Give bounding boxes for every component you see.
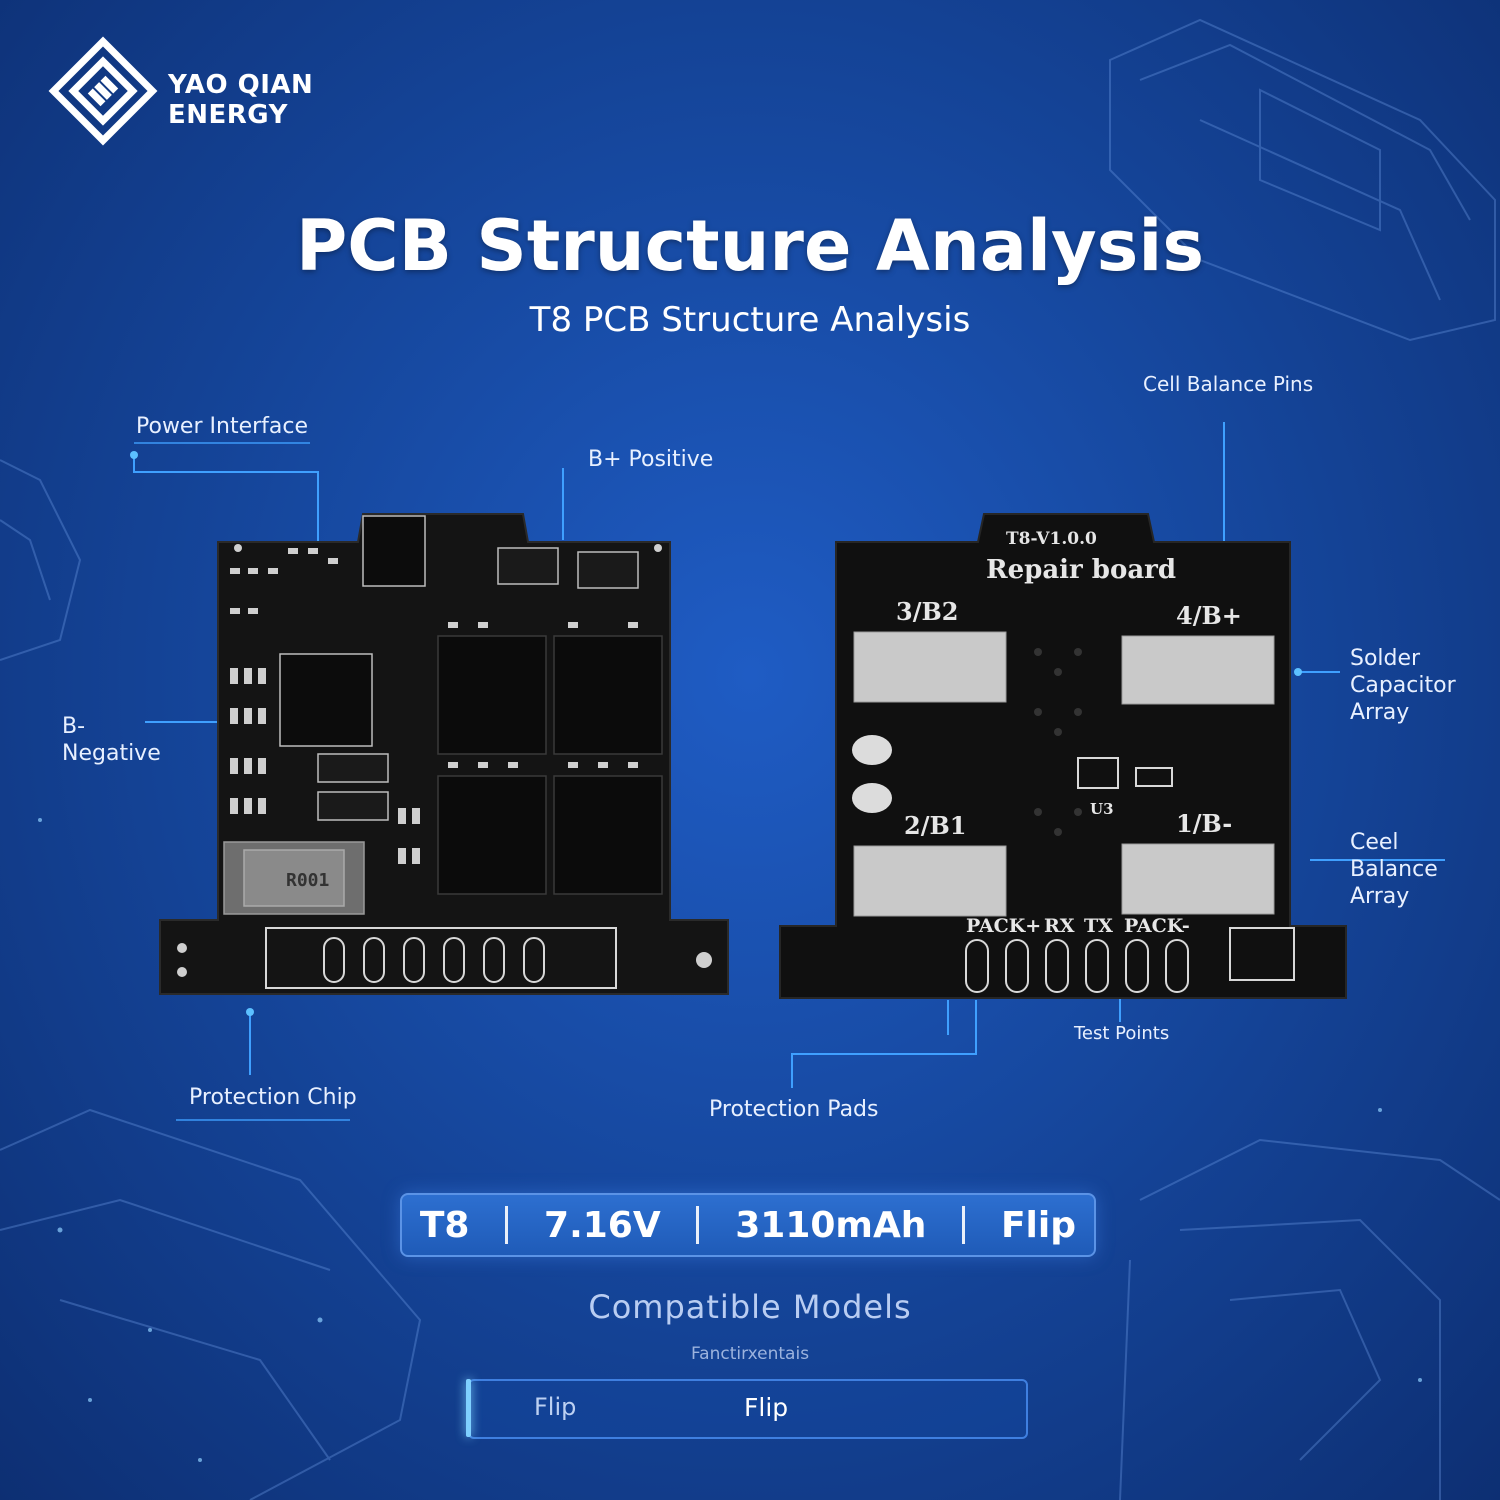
page-subtitle: T8 PCB Structure Analysis	[529, 300, 971, 340]
spec-capacity: 3110mAh	[735, 1204, 927, 1246]
inductor-label: R001	[286, 870, 329, 891]
board-name-label: Repair board	[986, 555, 1176, 585]
connector-label-tx: TX	[1084, 915, 1113, 937]
board-version-label: T8-V1.0.0	[1006, 529, 1097, 549]
callout-protection-pads: Protection Pads	[709, 1097, 879, 1122]
page-title: PCB Structure Analysis	[296, 205, 1204, 287]
callout-cell-balance-pins: Cell Balance Pins	[1143, 372, 1314, 396]
connector-label-pack-plus: PACK+	[966, 915, 1041, 937]
compatible-model-a: Flip	[534, 1393, 577, 1421]
pad-label-2-b1: 2/B1	[904, 811, 966, 840]
callout-solder-capacitor-array: Solder Capacitor Array	[1350, 646, 1456, 725]
spec-model: T8	[419, 1204, 470, 1246]
spec-divider	[962, 1206, 966, 1244]
brand-name-line2: ENERGY	[168, 100, 288, 130]
callout-power-interface: Power Interface	[136, 414, 309, 439]
connector-label-rx: RX	[1044, 915, 1075, 937]
compatible-models-accent	[466, 1379, 471, 1437]
callout-protection-chip: Protection Chip	[189, 1085, 357, 1110]
spec-bar: T8 7.16V 3110mAh Flip	[400, 1193, 1096, 1257]
spec-voltage: 7.16V	[544, 1204, 661, 1246]
chip-label-u3: U3	[1090, 800, 1114, 818]
spec-divider	[696, 1206, 700, 1244]
pad-label-4-bplus: 4/B+	[1176, 601, 1242, 630]
compatible-models-subtitle: Fanctirxentais	[690, 1344, 810, 1364]
spec-divider	[505, 1206, 509, 1244]
callout-b-positive: B+ Positive	[588, 447, 714, 472]
connector-label-pack-minus: PACK-	[1124, 915, 1190, 937]
compatible-model-b: Flip	[744, 1393, 789, 1422]
pcb-back-image: T8-V1.0.0 Repair board 3/B2 4/B+ 2/B1 1/…	[779, 513, 1347, 999]
brand-logo-icon	[48, 36, 158, 146]
callout-test-points: Test Points	[1074, 1023, 1170, 1044]
callout-cell-balance-array: Ceel Balance Array	[1350, 830, 1438, 909]
pcb-front-image: R001	[159, 513, 729, 995]
spec-type: Flip	[1000, 1204, 1077, 1246]
pad-label-3-b2: 3/B2	[896, 597, 958, 626]
callout-b-negative: B- Negative	[62, 714, 161, 766]
pad-label-1-bminus: 1/B-	[1176, 809, 1232, 838]
brand-name: YAO QIAN ENERGY	[168, 70, 313, 130]
compatible-models-box	[468, 1379, 1028, 1439]
compatible-models-title: Compatible Models	[588, 1288, 912, 1326]
brand-name-line1: YAO QIAN	[168, 70, 314, 100]
